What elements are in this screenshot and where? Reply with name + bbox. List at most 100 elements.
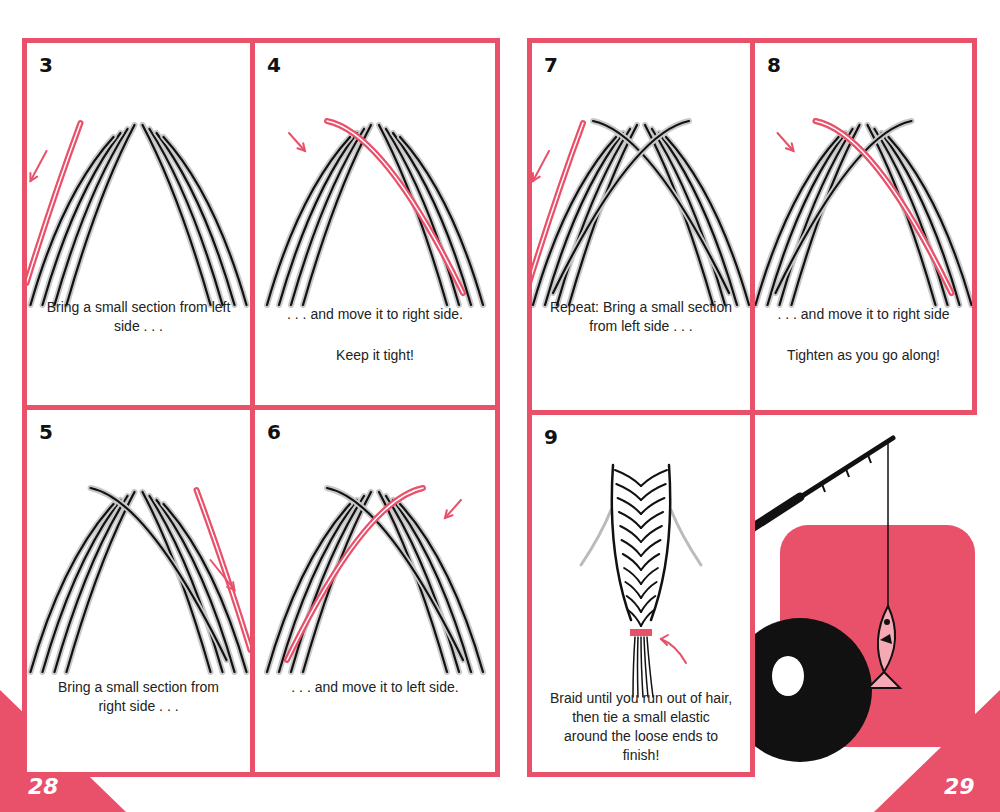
braid-chevron [641, 484, 666, 500]
loose-end [637, 637, 639, 697]
step-caption: Keep it tight! [283, 346, 467, 365]
hair-strand [533, 137, 616, 305]
hair-strand [164, 504, 247, 672]
step-number: 6 [267, 420, 281, 444]
caption-group: Bring a small section from right side . … [27, 678, 250, 716]
step-panel: 7Repeat: Bring a small section from left… [527, 38, 755, 415]
braid-chevron [618, 498, 641, 514]
arrow-head [786, 143, 794, 151]
step-number: 9 [544, 425, 558, 449]
hair-shadow [31, 137, 114, 305]
pink-section-shine [816, 121, 952, 293]
arrow-head [445, 510, 453, 518]
loose-end [647, 637, 653, 697]
caption-group: . . . and move it to right side. Keep it … [255, 305, 495, 365]
hair-shadow [533, 137, 616, 305]
caption-group: . . . and move it to left side. [255, 678, 495, 697]
hair-illustration [27, 43, 250, 405]
hair-shadow [164, 504, 247, 672]
fish-body [878, 606, 895, 672]
hair-illustration [532, 43, 750, 410]
step-panel: 3Bring a small section from left side . … [22, 38, 255, 410]
step-caption: Bring a small section from right side . … [47, 678, 231, 716]
step-arrow [289, 133, 305, 151]
pink-section-shine [327, 121, 463, 293]
hair-strand [31, 137, 114, 305]
hair-shadow [157, 133, 235, 305]
step-caption: Bring a small section from left side . .… [47, 298, 231, 336]
braid-chevron [641, 526, 662, 542]
hair-strand [400, 137, 483, 305]
braid-chevron [641, 540, 661, 556]
braid-chevron [615, 470, 641, 486]
hair-shadow [267, 504, 350, 672]
pink-section [816, 121, 952, 293]
hair-strand [267, 137, 350, 305]
step-arrow [533, 151, 549, 181]
hair-shadow [816, 121, 952, 293]
fish-eye [884, 619, 890, 625]
loose-end [633, 637, 635, 697]
caption-group: . . . and move it to right sideTighten a… [755, 305, 972, 365]
rod-rings [822, 455, 871, 492]
step-arrow [31, 151, 47, 181]
rod-handle [752, 497, 800, 528]
pink-section [27, 123, 81, 283]
braid-chevron [641, 512, 663, 528]
step-number: 3 [39, 53, 53, 77]
pink-section-shine [532, 123, 583, 283]
fishing-rod [752, 438, 893, 528]
braid-chevron [624, 568, 641, 584]
hair-strand [157, 133, 235, 305]
pink-section [532, 123, 583, 283]
braid-chevron [620, 526, 641, 542]
page-number: 28 [28, 774, 59, 799]
braid-chevron [616, 484, 641, 500]
step-caption: . . . and move it to left side. [283, 678, 467, 697]
caption-group: Repeat: Bring a small section from left … [532, 298, 750, 336]
hair-strand [267, 504, 350, 672]
braid-chevron [619, 512, 641, 528]
hair-strand [666, 137, 749, 305]
step-caption: Braid until you run out of hair, then ti… [549, 689, 733, 765]
pink-section [327, 121, 463, 293]
hair-strand [756, 137, 839, 305]
hair-strand [593, 121, 729, 293]
hair-shadow [31, 504, 114, 672]
page-number: 29 [944, 774, 975, 799]
hair-strand [889, 137, 972, 305]
step-caption: . . . and move it to right side. [283, 305, 467, 324]
step-number: 7 [544, 53, 558, 77]
elastic-band [630, 629, 652, 636]
hair-shadow [267, 137, 350, 305]
step-number: 8 [767, 53, 781, 77]
neck-line [671, 510, 701, 565]
step-arrow [211, 560, 235, 590]
loose-end [641, 637, 643, 697]
pink-section [197, 490, 251, 650]
hair-strand [164, 137, 247, 305]
hair-shadow [666, 137, 749, 305]
braid-chevron [622, 540, 642, 556]
pink-section-shine [27, 123, 81, 283]
braid-chevron [641, 470, 667, 486]
hair-shadow [400, 504, 483, 672]
hair-shadow [43, 500, 121, 672]
braid-chevron [641, 610, 654, 626]
hair-shadow [756, 137, 839, 305]
caption-group: Braid until you run out of hair, then ti… [532, 689, 750, 765]
arrow-head [661, 635, 668, 645]
step-panel: 6 . . . and move it to left side. [250, 405, 500, 777]
hair-shadow [164, 137, 247, 305]
hair-shadow [279, 133, 357, 305]
braid-chevron [623, 554, 641, 570]
braid-chevron [628, 610, 641, 626]
hair-shadow [889, 137, 972, 305]
neck-line [581, 510, 611, 565]
hair-illustration [27, 410, 250, 772]
hair-strand [327, 488, 463, 660]
fish-tail [868, 672, 900, 688]
eight-ball-spot [772, 656, 804, 696]
step-caption: . . . and move it to right side [772, 305, 956, 324]
hair-strand [816, 121, 952, 293]
